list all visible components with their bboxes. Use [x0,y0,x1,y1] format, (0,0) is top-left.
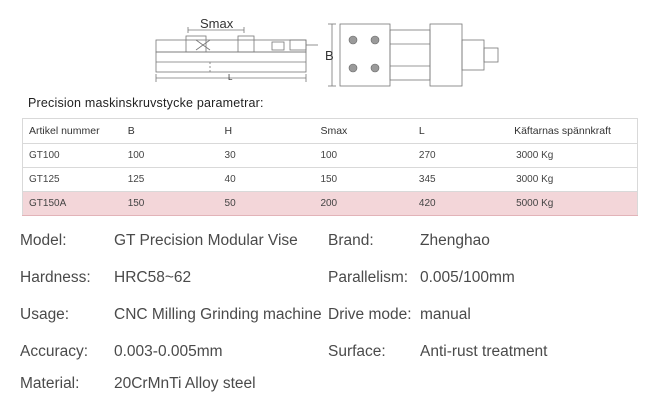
spec-label-brand: Brand: [328,232,374,249]
table-row-highlighted: GT150A 150 50 200 420 5000 Kg [21,191,639,216]
spec-value-parallelism: 0.005/100mm [420,269,515,286]
table-row: GT100 100 30 100 270 3000 Kg [21,143,639,168]
column-header-h: H [218,118,315,144]
cell-smax: 200 [314,191,413,216]
spec-value-surface: Anti-rust treatment [420,343,548,360]
spec-label-surface: Surface: [328,343,386,360]
smax-dimension-label: Smax [200,16,234,31]
cell-b: 100 [121,143,219,168]
cell-l: 270 [412,143,509,168]
cell-clamping-force: 3000 Kg [508,143,639,168]
spec-row-usage-drive: Usage: CNC Milling Grinding machine Driv… [20,306,640,330]
spec-label-accuracy: Accuracy: [20,343,89,360]
cell-l: 345 [412,167,509,192]
cell-h: 50 [218,191,315,216]
spec-value-usage: CNC Milling Grinding machine [114,306,322,323]
parameter-table: Artikel nummer B H Smax L Käftarnas spän… [21,118,639,216]
parameter-table-title: Precision maskinskruvstycke parametrar: [28,96,264,110]
spec-value-brand: Zhenghao [420,232,490,249]
cell-l: 420 [412,191,509,216]
column-header-smax: Smax [314,118,413,144]
cell-b: 125 [121,167,219,192]
spec-label-parallelism: Parallelism: [328,269,409,286]
cell-smax: 100 [314,143,413,168]
spec-label-hardness: Hardness: [20,269,91,286]
spec-label-model: Model: [20,232,67,249]
cell-h: 30 [218,143,315,168]
cell-b: 150 [121,191,219,216]
vise-technical-drawing [155,23,499,87]
spec-row-accuracy-surface: Accuracy: 0.003-0.005mm Surface: Anti-ru… [20,343,640,367]
column-header-l: L [412,118,509,144]
vise-top-view [328,23,499,87]
spec-row-hardness-parallelism: Hardness: HRC58~62 Parallelism: 0.005/10… [20,269,640,293]
table-header-row: Artikel nummer B H Smax L Käftarnas spän… [21,118,639,144]
spec-row-material: Material: 20CrMnTi Alloy steel [20,375,640,399]
spec-label-usage: Usage: [20,306,70,323]
cell-article: GT100 [21,143,122,168]
cell-clamping-force: 3000 Kg [508,167,639,192]
cell-article: GT150A [21,191,122,216]
column-header-clamping-force: Käftarnas spännkraft [508,118,639,144]
spec-label-material: Material: [20,375,80,392]
spec-value-accuracy: 0.003-0.005mm [114,343,223,360]
column-header-article: Artikel nummer [21,118,122,144]
spec-value-model: GT Precision Modular Vise [114,232,298,249]
vise-drawings: Smax L B [0,0,654,92]
spec-label-drive-mode: Drive mode: [328,306,412,323]
width-dimension-label: B [325,48,334,63]
spec-value-drive-mode: manual [420,306,471,323]
cell-article: GT125 [21,167,122,192]
spec-value-hardness: HRC58~62 [114,269,192,286]
vise-bolt-holes [348,35,380,73]
cell-smax: 150 [314,167,413,192]
spec-value-material: 20CrMnTi Alloy steel [114,375,256,392]
column-header-b: B [121,118,219,144]
cell-clamping-force: 5000 Kg [508,191,639,216]
vise-side-view [155,27,318,82]
cell-h: 40 [218,167,315,192]
table-row: GT125 125 40 150 345 3000 Kg [21,167,639,192]
spec-row-model-brand: Model: GT Precision Modular Vise Brand: … [20,232,640,256]
length-dimension-label: L [228,73,233,82]
